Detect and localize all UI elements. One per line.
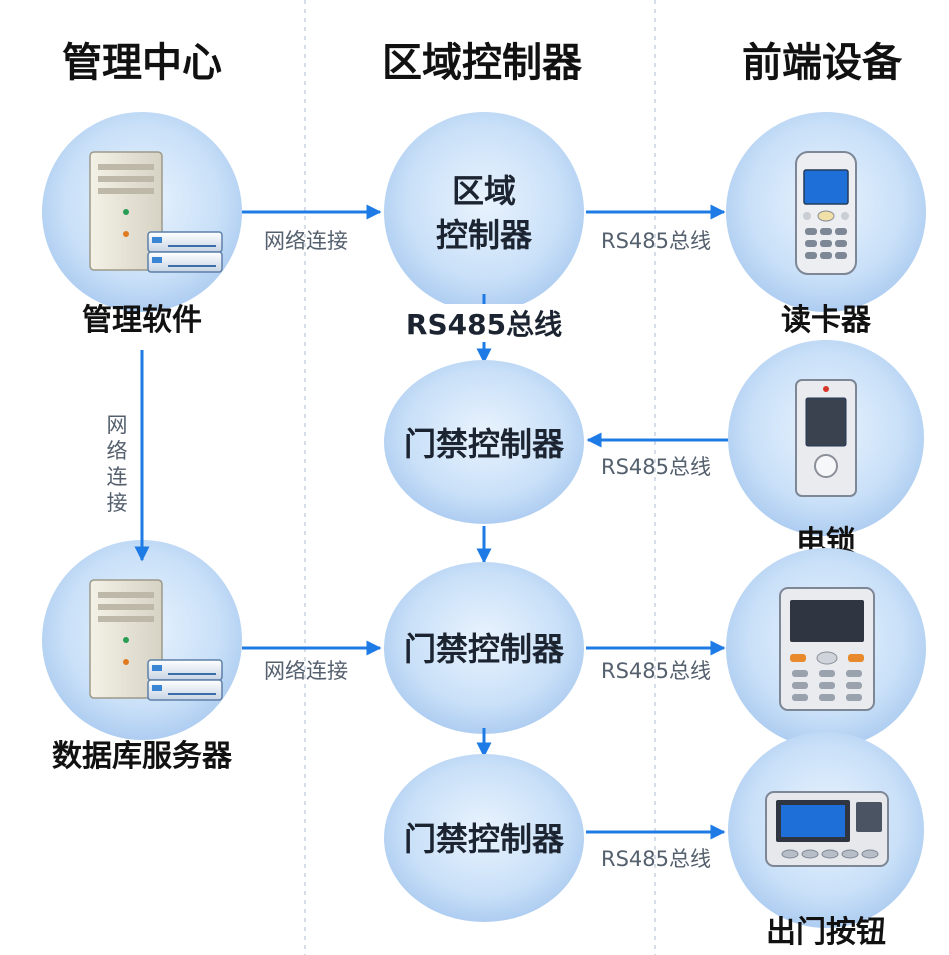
access-controller-2-label: 门禁控制器	[404, 630, 565, 668]
network-vertical-char-1: 网	[107, 413, 128, 437]
network-vertical-char-2: 络	[107, 439, 128, 463]
rs485-link-reader-label: RS485总线	[601, 229, 711, 253]
network-link-bottom-label: 网络连接	[264, 659, 348, 683]
regional-controller-node	[384, 112, 584, 312]
access-controller-3-node	[384, 754, 584, 922]
network-link-top-label: 网络连接	[264, 229, 348, 253]
network-vertical-char-4: 接	[107, 491, 128, 515]
regional-controller-label-line2: 控制器	[436, 216, 533, 254]
access-controller-3-label: 门禁控制器	[404, 820, 565, 858]
card-reader-node	[726, 112, 926, 312]
exit-button-node	[728, 732, 924, 928]
management-software-node	[42, 112, 242, 312]
electric-lock-node	[728, 340, 924, 536]
exit-button-panel-icon	[765, 791, 889, 867]
column-title-management: 管理中心	[62, 40, 222, 86]
keypad-terminal-icon	[779, 587, 875, 711]
access-controller-1-label: 门禁控制器	[404, 425, 565, 463]
keypad-terminal-node	[726, 548, 926, 748]
network-vertical-char-3: 连	[107, 465, 128, 489]
database-server-label: 数据库服务器	[52, 739, 233, 774]
regional-controller-label-line1: 区域	[452, 172, 516, 210]
mobile-phone-icon	[795, 151, 857, 275]
rs485-link-exit-label: RS485总线	[601, 847, 711, 871]
column-title-regional: 区域控制器	[382, 40, 583, 86]
access-controller-2-node	[384, 562, 584, 734]
lock-panel-icon	[795, 379, 857, 497]
rs485-bus-vertical-label: RS485总线	[406, 308, 562, 341]
rs485-link-keypad-label: RS485总线	[601, 659, 711, 683]
management-software-label: 管理软件	[82, 303, 202, 338]
access-controller-1-node	[384, 360, 584, 524]
database-server-node	[42, 540, 242, 740]
column-title-frontend: 前端设备	[742, 40, 903, 86]
card-reader-label: 读卡器	[781, 303, 872, 338]
exit-button-label: 出门按钮	[766, 915, 886, 950]
rs485-link-lock-label: RS485总线	[601, 455, 711, 479]
